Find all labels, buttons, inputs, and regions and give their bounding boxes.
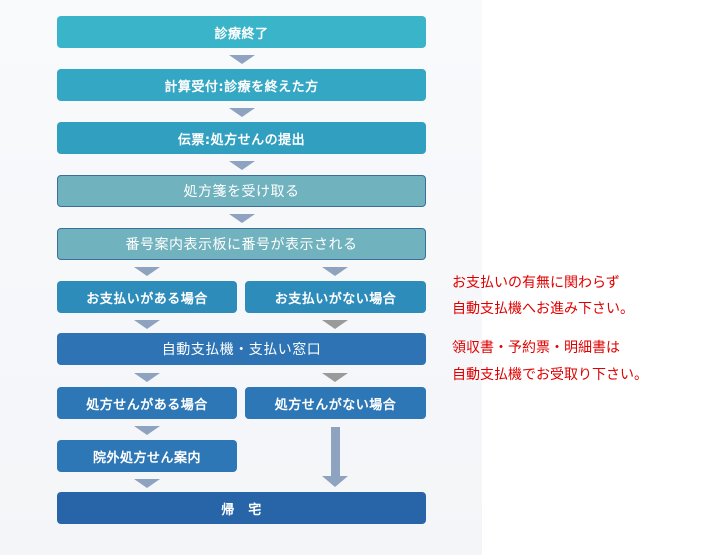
arrow-down-icon (322, 320, 348, 329)
step-consultation-end: 診療終了 (57, 16, 426, 48)
branch-prescription-yes: 処方せんがある場合 (57, 387, 237, 419)
arrow-down-icon (322, 267, 348, 276)
branch-prescription-no: 処方せんがない場合 (245, 387, 426, 419)
step-receive-prescription: 処方箋を受け取る (57, 175, 426, 207)
branch-payment-yes: お支払いがある場合 (57, 281, 237, 313)
step-submit-slip: 伝票:処方せんの提出 (57, 122, 426, 154)
step-outside-prescription: 院外処方せん案内 (57, 440, 237, 472)
arrow-down-icon (229, 161, 255, 170)
arrow-down-icon (134, 479, 160, 488)
step-go-home: 帰 宅 (57, 492, 426, 524)
arrow-down-icon (229, 214, 255, 223)
step-billing-reception: 計算受付:診療を終えた方 (57, 69, 426, 101)
arrow-down-icon (229, 108, 255, 117)
arrow-down-icon (134, 426, 160, 435)
note-line-1: お支払いの有無に関わらず (452, 275, 620, 291)
arrow-down-icon (229, 55, 255, 64)
branch-payment-no: お支払いがない場合 (245, 281, 426, 313)
long-arrow-down-icon (322, 476, 348, 487)
note-line-3: 領収書・予約票・明細書は (452, 340, 620, 356)
arrow-down-icon (134, 267, 160, 276)
step-number-display: 番号案内表示板に番号が表示される (57, 228, 426, 260)
arrow-down-icon (134, 373, 160, 382)
step-cashier: 自動支払機・支払い窓口 (57, 333, 426, 365)
arrow-down-icon (322, 373, 348, 382)
note-line-4: 自動支払機でお受取り下さい。 (452, 367, 648, 383)
arrow-down-icon (134, 320, 160, 329)
note-line-2: 自動支払機へお進み下さい。 (452, 301, 634, 317)
long-arrow-shaft (331, 427, 340, 477)
